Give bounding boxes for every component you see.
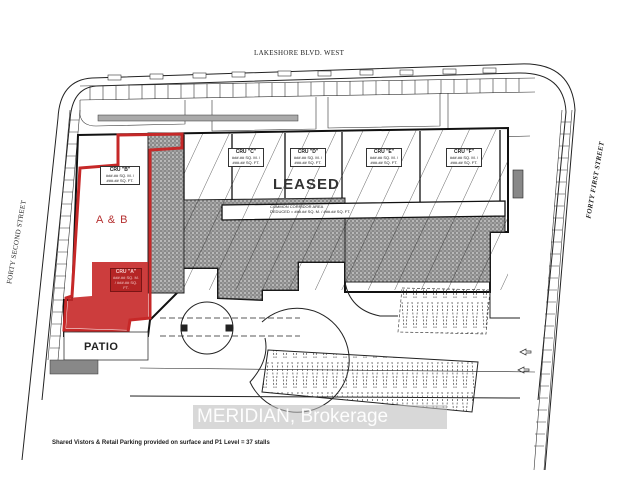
unit-label-cru-d: CRU "D" ###.## SQ. M. / ###.## SQ. FT. <box>290 148 326 167</box>
unit-name: CRU "E" <box>373 149 395 155</box>
leased-hatch <box>184 128 508 290</box>
unit-area: ###.## SQ. M. / ###.## SQ. FT. <box>231 155 260 165</box>
brokerage-watermark: MERIDIAN, Brokerage <box>193 405 447 429</box>
sidewalk-planters <box>107 67 497 81</box>
east-sidewalk-grid <box>533 109 573 471</box>
unit-label-cru-a: CRU "A" ###.## SQ. M. / ###.## SQ. FT. <box>110 268 142 292</box>
leased-label: LEASED <box>273 176 340 193</box>
west-sidewalk-grid <box>47 109 81 361</box>
unit-area: ###.## SQ. M. / ###.## SQ. FT. <box>449 155 478 165</box>
unit-label-cru-f: CRU "F" ###.## SQ. M. / ###.## SQ. FT. <box>446 148 482 167</box>
unit-area: ###.## SQ. M. / ###.## SQ. FT. <box>113 275 139 290</box>
unit-area: ###.## SQ. M. / ###.## SQ. FT. <box>105 173 134 183</box>
parking-footnote: Shared Vistors & Retail Parking provided… <box>52 440 270 446</box>
unit-label-cru-e: CRU "E" ###.## SQ. M. / ###.## SQ. FT. <box>366 148 402 167</box>
bike-rack <box>49 359 99 375</box>
corridor-label: COMMON CORRIDOR AREA DEDUCED = ###.## SQ… <box>270 204 350 214</box>
corridor-line-1: COMMON CORRIDOR AREA <box>270 204 324 209</box>
unit-name: CRU "F" <box>453 149 475 155</box>
unit-label-cru-b: CRU "B" ###.## SQ. M. / ###.## SQ. FT. <box>100 166 140 185</box>
corridor-line-2: DEDUCED = ###.## SQ. M. / ###.## SQ. FT. <box>270 209 351 214</box>
east-stair <box>512 169 524 199</box>
unit-label-cru-c: CRU "C" ###.## SQ. M. / ###.## SQ. FT. <box>228 148 264 167</box>
parking-stalls <box>261 287 491 413</box>
unit-name: CRU "A" <box>115 269 137 275</box>
direction-arrows <box>517 348 532 374</box>
street-label-lakeshore: LAKESHORE BLVD. WEST <box>254 49 345 57</box>
unit-area: ###.## SQ. M. / ###.## SQ. FT. <box>293 155 322 165</box>
unit-name: CRU "C" <box>235 149 257 155</box>
planter-strip <box>97 114 299 122</box>
unit-name: CRU "D" <box>297 149 319 155</box>
north-sidewalk-grid <box>79 77 536 101</box>
unit-area: ###.## SQ. M. / ###.## SQ. FT. <box>369 155 398 165</box>
patio-label: PATIO <box>84 341 119 353</box>
patio-area <box>63 331 149 361</box>
available-unit-label: A & B <box>96 214 129 226</box>
unit-name: CRU "B" <box>109 167 131 173</box>
